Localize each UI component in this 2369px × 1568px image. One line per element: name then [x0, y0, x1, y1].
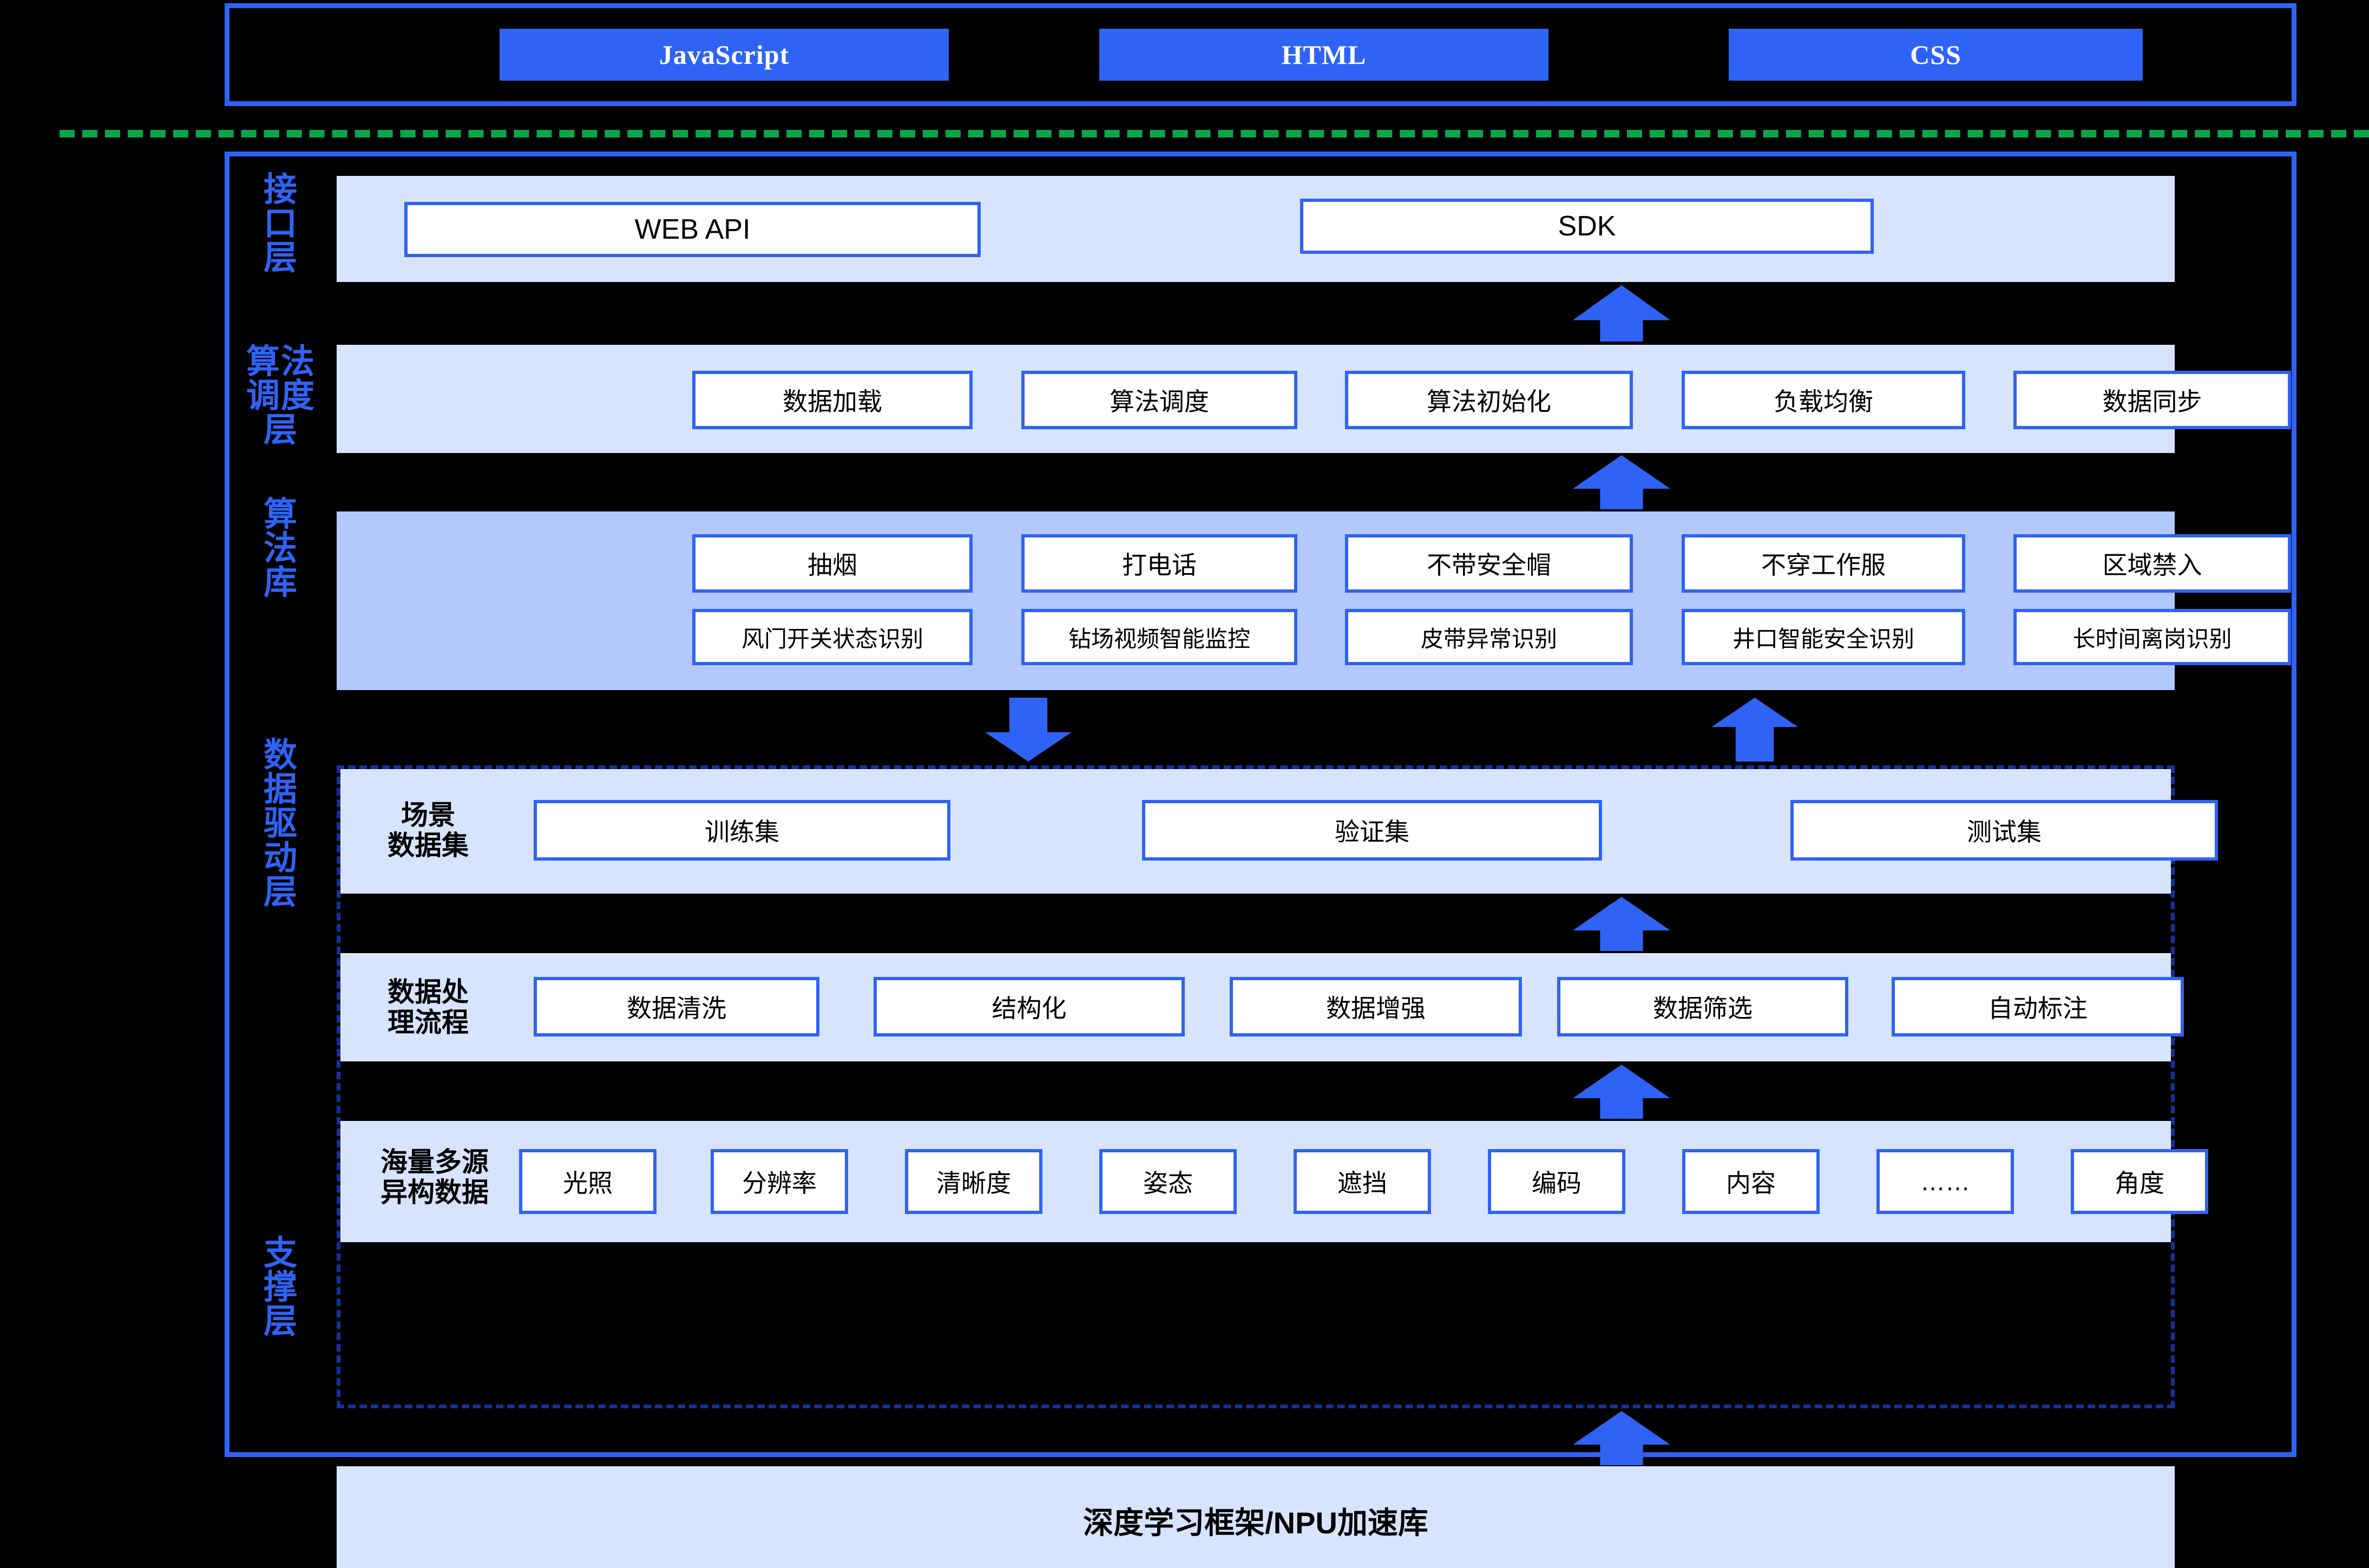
tech-chip-label: CSS: [1910, 40, 1961, 70]
scheduling-item-4[interactable]: 数据同步: [2013, 371, 2291, 429]
scene-dataset-label: 场景 数据集: [388, 800, 469, 861]
layer-caption-interface: 接 口 层: [263, 171, 298, 277]
layer-caption-data-driven: 数 据 驱 动 层: [263, 737, 298, 911]
scene-dataset-item-2[interactable]: 测试集: [1790, 800, 2218, 861]
algolib-row1-item-3[interactable]: 不穿工作服: [1682, 534, 1965, 593]
arrow-scheduling-to-interface: [1573, 285, 1670, 342]
arrow-dataset-to-algolib: [1711, 698, 1798, 762]
support-layer-item-label: 深度学习框架/NPU加速库: [1083, 1506, 1428, 1540]
tech-chip-label: HTML: [1281, 40, 1367, 70]
arrow-algolib-to-scheduling: [1573, 455, 1670, 509]
algolib-row1-item-1[interactable]: 打电话: [1021, 534, 1297, 593]
heterogeneous-data-item-3[interactable]: 姿态: [1099, 1149, 1237, 1214]
frontend-backend-separator: [60, 130, 2369, 137]
data-processing-item-3[interactable]: 数据筛选: [1557, 977, 1848, 1036]
heterogeneous-data-item-ellipsis[interactable]: ……: [1876, 1149, 2014, 1214]
tech-chip-html[interactable]: HTML: [1099, 29, 1548, 81]
tech-chip-javascript[interactable]: JavaScript: [500, 29, 949, 81]
arrow-algolib-to-dataset: [985, 698, 1072, 762]
scheduling-item-0[interactable]: 数据加载: [692, 371, 973, 429]
data-processing-item-2[interactable]: 数据增强: [1230, 977, 1522, 1036]
algolib-row1-item-4[interactable]: 区域禁入: [2013, 534, 2291, 593]
scene-dataset-band: 场景 数据集 训练集 验证集 测试集: [340, 769, 2218, 894]
scheduling-item-3[interactable]: 负载均衡: [1682, 371, 1965, 429]
heterogeneous-data-item-4[interactable]: 遮挡: [1294, 1149, 1431, 1214]
heterogeneous-data-item-2[interactable]: 清晰度: [905, 1149, 1042, 1214]
heterogeneous-data-item-5[interactable]: 编码: [1488, 1149, 1625, 1214]
scheduling-item-2[interactable]: 算法初始化: [1345, 371, 1633, 429]
data-processing-band: 数据处 理流程 数据清洗 结构化 数据增强 数据筛选 自动标注: [340, 953, 2184, 1061]
algolib-row2-item-4[interactable]: 长时间离岗识别: [2013, 609, 2291, 665]
frontend-tech-box: JavaScript HTML CSS: [225, 3, 2296, 106]
heterogeneous-data-item-6[interactable]: 内容: [1682, 1149, 1820, 1214]
layer-caption-algorithm-library: 算 法 库: [263, 496, 298, 602]
scheduling-layer-band: 数据加载 算法调度 算法初始化 负载均衡 数据同步: [337, 345, 2291, 453]
layer-caption-support: 支 撑 层: [263, 1235, 298, 1341]
algorithm-library-band: 抽烟 打电话 不带安全帽 不穿工作服 区域禁入 风门开关状态识别 钻场视频智能监…: [337, 511, 2291, 690]
algolib-row2-item-3[interactable]: 井口智能安全识别: [1682, 609, 1965, 665]
data-driven-dashed-boundary: [337, 765, 2175, 1408]
data-processing-item-1[interactable]: 结构化: [874, 977, 1185, 1036]
scheduling-item-1[interactable]: 算法调度: [1021, 371, 1297, 429]
scene-dataset-item-1[interactable]: 验证集: [1142, 800, 1602, 861]
heterogeneous-data-label: 海量多源 异构数据: [380, 1147, 489, 1208]
data-processing-item-4[interactable]: 自动标注: [1892, 977, 2184, 1036]
interface-layer-band: WEB API SDK: [337, 176, 2175, 282]
heterogeneous-data-item-8[interactable]: 角度: [2071, 1149, 2208, 1214]
algolib-row2-item-1[interactable]: 钻场视频智能监控: [1021, 609, 1297, 665]
heterogeneous-data-band: 海量多源 异构数据 光照 分辨率 清晰度 姿态 遮挡 编码 内容 …… 角度: [340, 1121, 2208, 1242]
algolib-row2-item-0[interactable]: 风门开关状态识别: [692, 609, 973, 665]
algolib-row1-item-2[interactable]: 不带安全帽: [1345, 534, 1633, 593]
data-processing-label: 数据处 理流程: [388, 977, 469, 1038]
heterogeneous-data-item-1[interactable]: 分辨率: [711, 1149, 848, 1214]
data-processing-item-0[interactable]: 数据清洗: [534, 977, 819, 1036]
tech-chip-css[interactable]: CSS: [1729, 29, 2143, 81]
support-layer-band: 深度学习框架/NPU加速库: [337, 1466, 2175, 1568]
arrow-support-to-rawdata: [1573, 1411, 1670, 1465]
interface-item-sdk[interactable]: SDK: [1300, 199, 1874, 254]
scene-dataset-item-0[interactable]: 训练集: [534, 800, 950, 861]
algolib-row2-item-2[interactable]: 皮带异常识别: [1345, 609, 1633, 665]
algolib-row1-item-0[interactable]: 抽烟: [692, 534, 973, 593]
layer-caption-scheduling: 算法 调度 层: [246, 343, 316, 449]
tech-chip-label: JavaScript: [659, 40, 790, 70]
heterogeneous-data-item-0[interactable]: 光照: [519, 1149, 657, 1214]
platform-architecture-frame: 接 口 层 算法 调度 层 算 法 库 数 据 驱 动 层 支 撑 层 WEB …: [225, 152, 2296, 1568]
interface-item-web-api[interactable]: WEB API: [404, 202, 981, 257]
